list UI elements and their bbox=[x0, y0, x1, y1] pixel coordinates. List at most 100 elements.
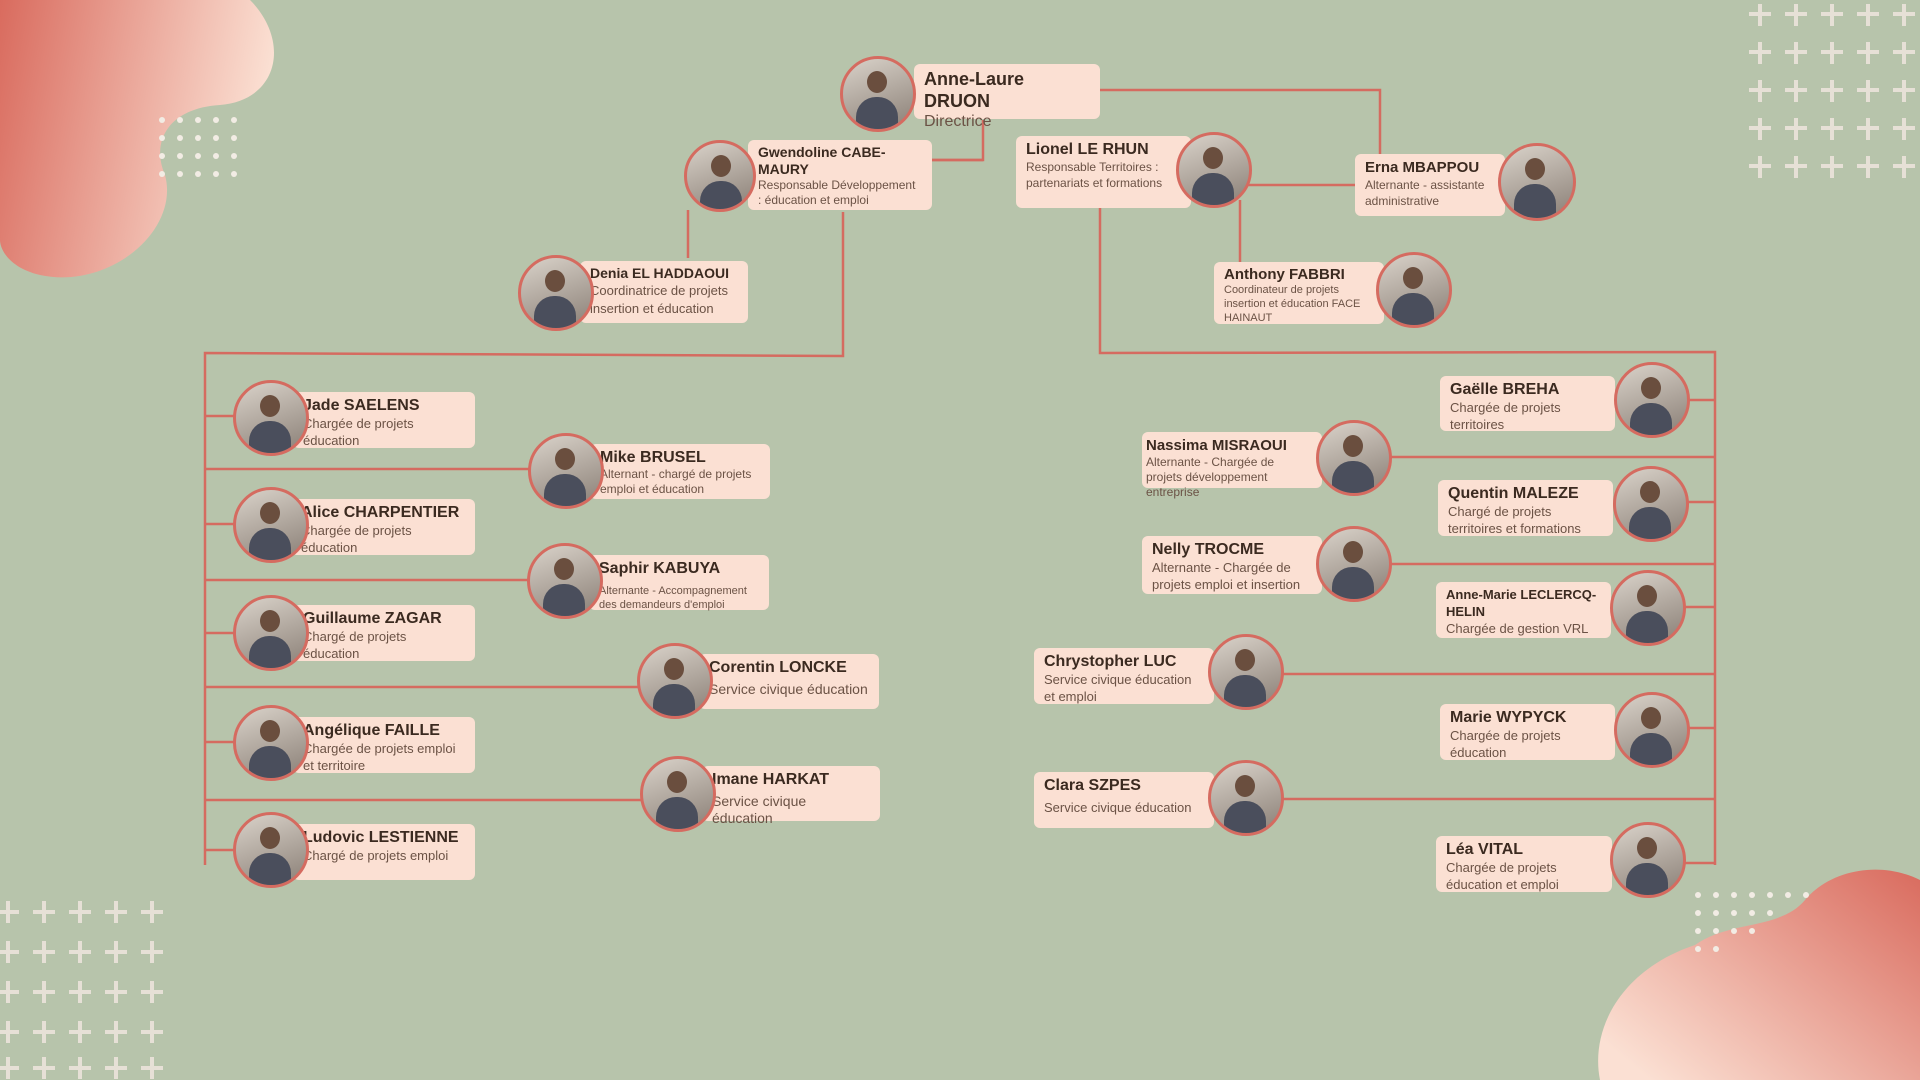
person-name: Clara SZPES bbox=[1044, 777, 1141, 794]
person-role: Chargé de projets éducation bbox=[303, 629, 407, 661]
card-corentin: Corentin LONCKE Service civique éducatio… bbox=[699, 654, 879, 709]
person-name: Guillaume ZAGAR bbox=[303, 610, 442, 627]
card-erna: Erna MBAPPOU Alternante - assistante adm… bbox=[1355, 154, 1505, 216]
card-angelique: Angélique FAILLE Chargée de projets empl… bbox=[293, 717, 475, 773]
person-name: Anthony FABBRI bbox=[1224, 266, 1345, 283]
card-annemarie: Anne-Marie LECLERCQ-HELIN Chargée de ges… bbox=[1436, 582, 1611, 638]
person-role: Responsable Développement : éducation et… bbox=[758, 178, 916, 207]
person-name: Alice CHARPENTIER bbox=[301, 504, 460, 521]
person-name: Anne-Laure DRUON bbox=[924, 69, 1025, 111]
person-name: Jade SAELENS bbox=[303, 397, 420, 414]
avatar-photo-icon bbox=[233, 595, 309, 671]
avatar-photo-icon bbox=[233, 487, 309, 563]
person-name: Nelly TROCME bbox=[1152, 541, 1265, 558]
person-role: Service civique éducation et emploi bbox=[1044, 672, 1192, 704]
person-role: Service civique éducation bbox=[709, 681, 868, 697]
avatar-photo-icon bbox=[1613, 466, 1689, 542]
card-chrystopher: Chrystopher LUC Service civique éducatio… bbox=[1034, 648, 1214, 704]
card-lea: Léa VITAL Chargée de projets éducation e… bbox=[1436, 836, 1612, 892]
person-role: Alternant - chargé de projets emploi et … bbox=[600, 467, 752, 496]
avatar-photo-icon bbox=[1498, 143, 1576, 221]
person-name: Imane HARKAT bbox=[712, 771, 830, 788]
card-alice: Alice CHARPENTIER Chargée de projets édu… bbox=[291, 499, 475, 555]
avatar-photo-icon bbox=[233, 812, 309, 888]
connector-gwendoline-left-team bbox=[203, 212, 845, 865]
card-clara: Clara SZPES Service civique éducation bbox=[1034, 772, 1214, 828]
person-role: Chargée de projets emploi et territoire bbox=[303, 741, 456, 773]
avatar-photo-icon bbox=[233, 380, 309, 456]
person-name: Chrystopher LUC bbox=[1044, 653, 1177, 670]
person-name: Ludovic LESTIENNE bbox=[303, 829, 459, 846]
card-ludovic: Ludovic LESTIENNE Chargé de projets empl… bbox=[293, 824, 475, 880]
person-name: Gaëlle BREHA bbox=[1450, 381, 1560, 398]
card-nelly: Nelly TROCME Alternante - Chargée de pro… bbox=[1142, 536, 1322, 594]
card-imane: Imane HARKAT Service civique éducation bbox=[702, 766, 880, 826]
avatar-photo-icon bbox=[1614, 362, 1690, 438]
person-role: Chargée de projets éducation bbox=[303, 416, 414, 448]
person-role: Responsable Territoires : partenariats e… bbox=[1026, 160, 1163, 190]
avatar-photo-icon bbox=[233, 705, 309, 781]
person-role: Coordinateur de projets insertion et édu… bbox=[1224, 284, 1361, 324]
avatar-photo-icon bbox=[1208, 634, 1284, 710]
avatar-photo-icon bbox=[527, 543, 603, 619]
card-director: Anne-Laure DRUON Directrice bbox=[914, 64, 1100, 130]
person-role: Alternante - assistante administrative bbox=[1365, 178, 1485, 208]
person-role: Chargée de projets éducation et emploi bbox=[1446, 860, 1559, 892]
person-name: Gwendoline CABE-MAURY bbox=[758, 144, 886, 177]
card-saphir: Saphir KABUYA Alternante - Accompagnemen… bbox=[589, 555, 769, 611]
person-role: Service civique éducation bbox=[712, 793, 807, 826]
person-role: Alternante - Chargée de projets développ… bbox=[1146, 455, 1275, 499]
person-name: Lionel LE RHUN bbox=[1026, 141, 1149, 158]
person-role: Chargée de projets éducation bbox=[1450, 728, 1561, 760]
avatar-photo-icon bbox=[640, 756, 716, 832]
person-role: Alternante - Accompagnement des demandeu… bbox=[599, 585, 747, 611]
connector-lionel-right-team bbox=[1098, 208, 1717, 865]
person-name: Marie WYPYCK bbox=[1450, 709, 1567, 726]
person-role: Directrice bbox=[924, 113, 992, 130]
avatar-photo-icon bbox=[1316, 420, 1392, 496]
avatar-photo-icon bbox=[1208, 760, 1284, 836]
person-role: Service civique éducation bbox=[1044, 800, 1192, 815]
person-name: Anne-Marie LECLERCQ-HELIN bbox=[1446, 587, 1597, 619]
avatar-photo-icon bbox=[1376, 252, 1452, 328]
decor-top-left-blob bbox=[0, 0, 274, 278]
person-name: Léa VITAL bbox=[1446, 841, 1524, 858]
person-role: Chargé de projets territoires et formati… bbox=[1448, 504, 1581, 536]
card-quentin: Quentin MALEZE Chargé de projets territo… bbox=[1438, 480, 1613, 536]
person-name: Nassima MISRAOUI bbox=[1146, 437, 1287, 454]
person-name: Erna MBAPPOU bbox=[1365, 159, 1480, 176]
decor-bottom-right-blob bbox=[1598, 869, 1920, 1080]
person-name: Saphir KABUYA bbox=[599, 560, 721, 577]
card-lionel: Lionel LE RHUN Responsable Territoires :… bbox=[1016, 136, 1191, 208]
card-guillaume: Guillaume ZAGAR Chargé de projets éducat… bbox=[293, 605, 475, 661]
avatar-photo-icon bbox=[1614, 692, 1690, 768]
avatar-photo-icon bbox=[840, 56, 916, 132]
card-nassima: Nassima MISRAOUI Alternante - Chargée de… bbox=[1142, 432, 1322, 499]
person-role: Chargée de projets éducation bbox=[301, 523, 412, 555]
card-gaelle: Gaëlle BREHA Chargée de projets territoi… bbox=[1440, 376, 1615, 432]
avatar-photo-icon bbox=[528, 433, 604, 509]
decor-top-right-crosses bbox=[1749, 4, 1915, 178]
person-name: Angélique FAILLE bbox=[303, 722, 440, 739]
avatar-photo-icon bbox=[1610, 570, 1686, 646]
card-gwendoline: Gwendoline CABE-MAURY Responsable Dévelo… bbox=[748, 140, 932, 210]
card-mike: Mike BRUSEL Alternant - chargé de projet… bbox=[590, 444, 770, 499]
card-jade: Jade SAELENS Chargée de projets éducatio… bbox=[293, 392, 475, 448]
person-role: Chargée de projets territoires bbox=[1450, 400, 1561, 432]
card-denia: Denia EL HADDAOUI Coordinatrice de proje… bbox=[580, 261, 748, 323]
person-role: Chargé de projets emploi bbox=[303, 848, 449, 863]
person-name: Mike BRUSEL bbox=[600, 449, 706, 466]
card-marie: Marie WYPYCK Chargée de projets éducatio… bbox=[1440, 704, 1615, 760]
person-name: Corentin LONCKE bbox=[709, 659, 847, 676]
avatar-photo-icon bbox=[684, 140, 756, 212]
avatar-photo-icon bbox=[637, 643, 713, 719]
person-role: Alternante - Chargée de projets emploi e… bbox=[1152, 560, 1301, 592]
person-role: Coordinatrice de projets insertion et éd… bbox=[590, 283, 729, 316]
avatar-photo-icon bbox=[518, 255, 594, 331]
person-role: Chargée de gestion VRL bbox=[1446, 621, 1589, 636]
avatar-photo-icon bbox=[1176, 132, 1252, 208]
card-anthony: Anthony FABBRI Coordinateur de projets i… bbox=[1214, 262, 1384, 324]
decor-bottom-left-crosses bbox=[0, 901, 163, 1079]
person-name: Quentin MALEZE bbox=[1448, 485, 1579, 502]
